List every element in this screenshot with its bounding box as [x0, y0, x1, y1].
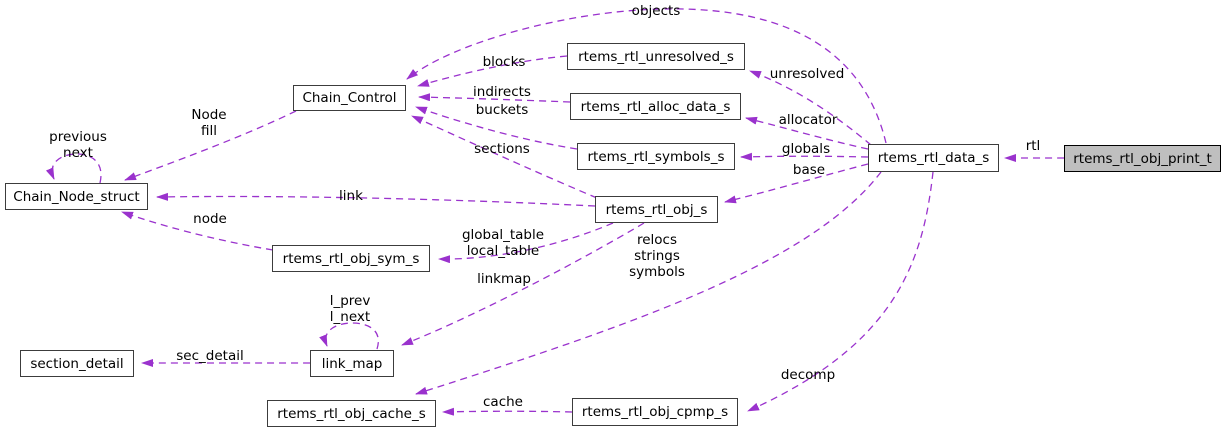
edge-label-link: link: [339, 188, 363, 204]
edge-node-fill: [124, 110, 297, 181]
node-rtems-rtl-obj-s[interactable]: rtems_rtl_obj_s: [595, 196, 718, 223]
edge-label-cache: cache: [483, 394, 523, 410]
node-link-map[interactable]: link_map: [310, 350, 394, 377]
edge-label-sections: sections: [474, 141, 530, 157]
edge-sections: [411, 115, 598, 199]
edge-linkmap: [401, 222, 645, 346]
node-rtems-rtl-unresolved-s[interactable]: rtems_rtl_unresolved_s: [567, 43, 745, 70]
node-chain-control[interactable]: Chain_Control: [293, 85, 406, 111]
edge-label-node: node: [193, 211, 227, 227]
node-rtems-rtl-obj-cpmp-s[interactable]: rtems_rtl_obj_cpmp_s: [572, 398, 738, 426]
edge-unresolved: [749, 70, 872, 146]
edge-label-previous-next: previous next: [49, 129, 107, 161]
edge-label-buckets: buckets: [475, 102, 529, 118]
edge-allocator: [745, 116, 869, 150]
edge-label-blocks: blocks: [482, 54, 526, 70]
edge-base: [724, 163, 869, 204]
edge-l-prev-l-next: [319, 322, 379, 350]
node-rtems-rtl-data-s[interactable]: rtems_rtl_data_s: [868, 144, 999, 172]
edge-label-node-fill: Node fill: [191, 107, 227, 139]
edge-decomp: [747, 171, 934, 412]
edge-cache: [442, 407, 573, 416]
edge-label-indirects: indirects: [473, 84, 531, 100]
node-rtems-rtl-symbols-s[interactable]: rtems_rtl_symbols_s: [577, 143, 735, 170]
edge-label-unresolved: unresolved: [769, 66, 845, 82]
edge-label-rtl: rtl: [1025, 138, 1041, 154]
edge-label-l-prev-l-next: l_prev l_next: [329, 293, 371, 325]
edge-label-globals: globals: [781, 141, 831, 157]
edge-blocks: [417, 55, 568, 87]
edge-label-sec-detail: sec_detail: [176, 348, 244, 364]
edge-objects: [406, 8, 887, 144]
edge-label-allocator: allocator: [778, 112, 838, 128]
edge-label-global-local-table: global_table local_table: [461, 227, 545, 259]
edge-indirects: [418, 93, 571, 103]
edge-global-local-table: [438, 222, 614, 264]
node-rtems-rtl-obj-sym-s[interactable]: rtems_rtl_obj_sym_s: [272, 245, 430, 272]
edge-label-objects: objects: [631, 3, 681, 19]
node-chain-node-struct[interactable]: Chain_Node_struct: [5, 183, 148, 210]
node-rtems-rtl-alloc-data-s[interactable]: rtems_rtl_alloc_data_s: [570, 93, 741, 120]
node-rtems-rtl-obj-print-t[interactable]: rtems_rtl_obj_print_t: [1064, 145, 1221, 172]
edge-relocs-strings-symbols: [415, 171, 882, 395]
edge-label-base: base: [792, 162, 826, 178]
edge-previous-next: [45, 153, 102, 184]
edge-node: [121, 211, 274, 251]
edge-globals: [740, 152, 869, 161]
edge-label-decomp: decomp: [780, 367, 836, 383]
edge-label-linkmap: linkmap: [477, 271, 531, 287]
edge-label-relocs-strings-symbols: relocs strings symbols: [629, 232, 685, 280]
node-section-detail[interactable]: section_detail: [20, 350, 134, 377]
node-rtems-rtl-obj-cache-s[interactable]: rtems_rtl_obj_cache_s: [267, 400, 436, 427]
edge-buckets: [415, 106, 578, 150]
edge-link: [156, 192, 596, 207]
